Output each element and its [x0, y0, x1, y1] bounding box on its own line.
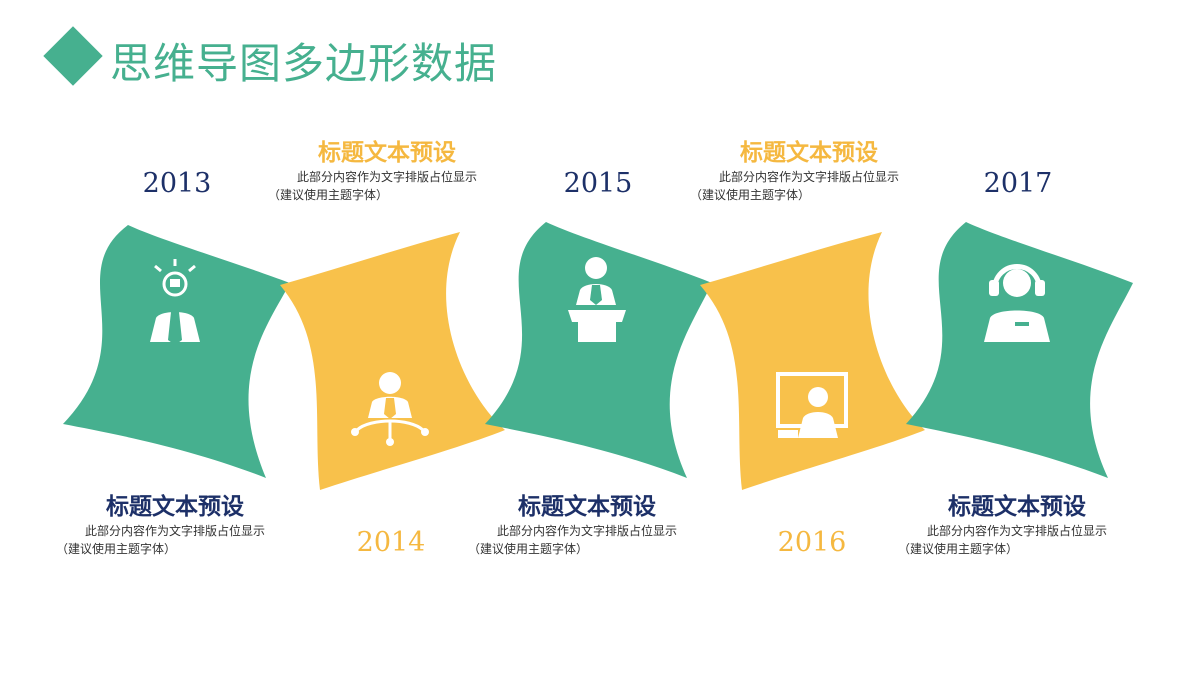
caption-title: 标题文本预设	[106, 494, 244, 520]
caption-2016: 标题文本预设 此部分内容作为文字排版占位显示 （建议使用主题字体）	[684, 138, 934, 204]
step-2013-shape	[63, 225, 290, 478]
year-2017: 2017	[983, 168, 1053, 199]
caption-desc: 此部分内容作为文字排版占位显示	[718, 170, 899, 184]
caption-note: （建议使用主题字体）	[690, 188, 811, 202]
year-2016: 2016	[777, 527, 847, 558]
caption-2013: 标题文本预设 此部分内容作为文字排版占位显示 （建议使用主题字体）	[50, 492, 300, 558]
caption-2017: 标题文本预设 此部分内容作为文字排版占位显示 （建议使用主题字体）	[892, 492, 1142, 558]
step-2015-shape	[485, 222, 712, 478]
idea-person-icon	[150, 259, 200, 345]
caption-desc: 此部分内容作为文字排版占位显示	[496, 524, 677, 538]
page-title: 思维导图多边形数据	[110, 39, 498, 88]
caption-desc: 此部分内容作为文字排版占位显示	[926, 524, 1107, 538]
caption-title: 标题文本预设	[318, 140, 456, 166]
step-2014-shape	[280, 232, 505, 490]
caption-note: （建议使用主题字体）	[56, 542, 177, 556]
caption-title: 标题文本预设	[948, 494, 1086, 520]
caption-note: （建议使用主题字体）	[268, 188, 389, 202]
caption-title: 标题文本预设	[518, 494, 656, 520]
caption-2015: 标题文本预设 此部分内容作为文字排版占位显示 （建议使用主题字体）	[462, 492, 712, 558]
podium-speaker-icon	[568, 257, 626, 342]
caption-note: （建议使用主题字体）	[898, 542, 1019, 556]
computer-user-icon	[776, 372, 848, 438]
year-2013: 2013	[142, 168, 212, 199]
step-2017-shape	[906, 222, 1133, 478]
headset-support-icon	[984, 264, 1050, 342]
caption-desc: 此部分内容作为文字排版占位显示	[296, 170, 477, 184]
network-person-icon	[351, 372, 429, 446]
caption-2014: 标题文本预设 此部分内容作为文字排版占位显示 （建议使用主题字体）	[262, 138, 512, 204]
caption-note: （建议使用主题字体）	[468, 542, 589, 556]
caption-title: 标题文本预设	[740, 140, 878, 166]
caption-desc: 此部分内容作为文字排版占位显示	[84, 524, 265, 538]
year-2014: 2014	[356, 527, 426, 558]
step-2016-shape	[700, 232, 925, 490]
year-2015: 2015	[563, 168, 633, 199]
